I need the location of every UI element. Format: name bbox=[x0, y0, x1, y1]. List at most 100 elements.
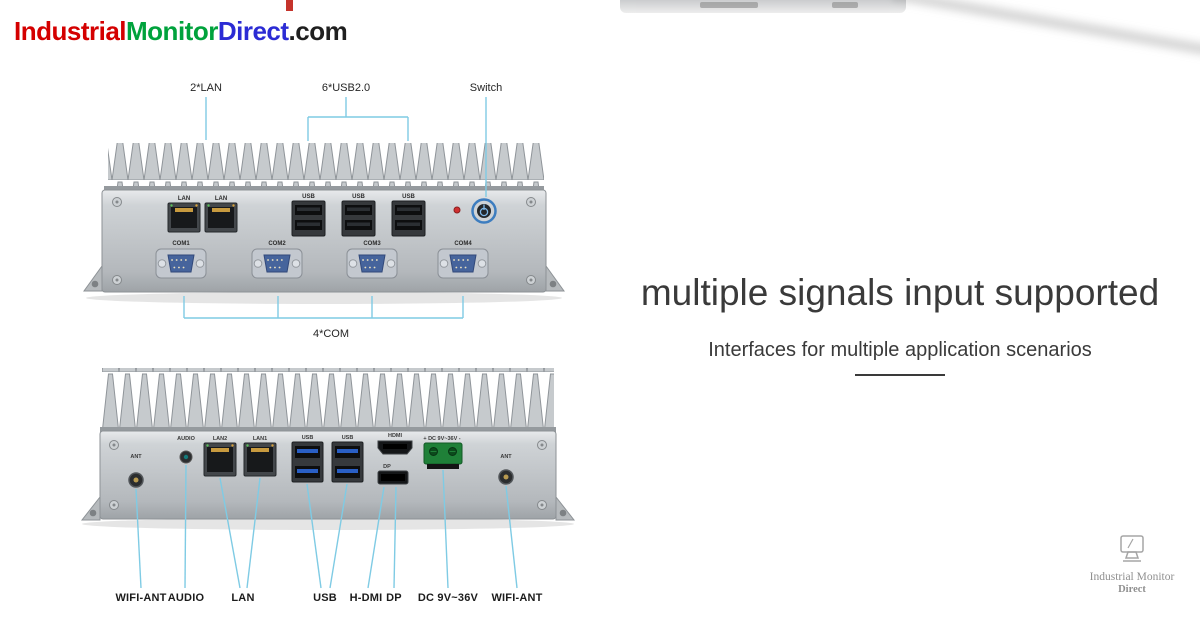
led-indicator bbox=[453, 206, 461, 214]
cropped-port-mark bbox=[700, 2, 758, 8]
port-label: COM3 bbox=[363, 241, 381, 247]
flange-screw-hole bbox=[549, 280, 557, 288]
port-label: LAN bbox=[215, 196, 227, 202]
rear-device: ANT AUDIO LAN2 LAN1 USB USB bbox=[80, 368, 576, 530]
bottom-label-usb: USB bbox=[313, 592, 337, 604]
port-label: USB bbox=[402, 194, 415, 200]
audio-jack bbox=[179, 450, 193, 464]
cropped-image-top bbox=[620, 0, 906, 13]
callout-line bbox=[367, 486, 385, 589]
com-port bbox=[346, 248, 398, 279]
headline-block: multiple signals input supported Interfa… bbox=[605, 272, 1195, 376]
flange-screw-hole bbox=[89, 509, 97, 517]
dc-terminal bbox=[423, 442, 463, 469]
port-label: COM2 bbox=[268, 241, 286, 247]
mount-flange bbox=[555, 495, 576, 521]
callout-line bbox=[393, 486, 397, 589]
port-label: ANT bbox=[500, 454, 512, 460]
flange-screw-hole bbox=[91, 280, 99, 288]
callout-line bbox=[184, 464, 187, 589]
lan-port bbox=[167, 202, 201, 233]
headline-title: multiple signals input supported bbox=[640, 272, 1160, 313]
port-label: + DC 9V~36V - bbox=[423, 436, 460, 442]
usb-port bbox=[391, 200, 426, 237]
site-logo: IndustrialMonitorDirect.com bbox=[14, 16, 348, 47]
rear-fin-base bbox=[100, 427, 556, 432]
bottom-label-wifi-right: WIFI-ANT bbox=[491, 592, 542, 604]
bottom-label-hdmi: H-DMI bbox=[350, 592, 383, 604]
callout-line bbox=[246, 477, 261, 589]
usb-port bbox=[341, 200, 376, 237]
port-label: ANT bbox=[130, 454, 142, 460]
front-heatsink bbox=[108, 143, 544, 188]
port-label: COM1 bbox=[172, 241, 190, 247]
usb-port bbox=[331, 441, 364, 483]
monitor-icon bbox=[1120, 535, 1144, 562]
callout-line bbox=[306, 483, 322, 589]
panel-screws bbox=[112, 197, 536, 285]
port-label: USB bbox=[302, 435, 314, 441]
port-label: LAN2 bbox=[213, 436, 227, 442]
antenna-connector bbox=[128, 472, 144, 488]
rear-panel bbox=[99, 430, 557, 520]
rear-callouts: WIFI-ANT AUDIO LAN USB H-DMI DP DC 9V~36… bbox=[115, 464, 542, 604]
lan-port bbox=[203, 442, 237, 477]
callout-label-switch: Switch bbox=[470, 82, 502, 94]
callout-line bbox=[307, 97, 409, 141]
front-device: LAN LAN USB USB USB bbox=[83, 143, 565, 304]
lan-port bbox=[204, 202, 238, 233]
port-label: AUDIO bbox=[177, 436, 195, 442]
logo-direct: Direct bbox=[217, 16, 289, 46]
callout-line bbox=[183, 296, 464, 319]
cropped-port-mark bbox=[832, 2, 858, 8]
bottom-label-audio: AUDIO bbox=[168, 592, 205, 604]
com-port bbox=[437, 248, 489, 279]
dp-port bbox=[377, 470, 409, 485]
mount-flange bbox=[83, 264, 103, 292]
headline-subtitle: Interfaces for multiple application scen… bbox=[708, 338, 1092, 361]
watermark-line1: Industrial Monitor bbox=[1089, 571, 1175, 583]
watermark: Industrial Monitor Direct bbox=[1072, 534, 1192, 595]
port-label: USB bbox=[302, 194, 315, 200]
bottom-label-lan: LAN bbox=[231, 592, 254, 604]
port-label: HDMI bbox=[388, 433, 403, 439]
logo-dotcom: .com bbox=[288, 16, 348, 46]
port-label: COM4 bbox=[454, 241, 472, 247]
front-fin-base bbox=[104, 186, 544, 191]
antenna-connector bbox=[498, 469, 514, 485]
mount-flange bbox=[80, 495, 101, 521]
callout-line bbox=[505, 485, 518, 589]
rear-device-shadow bbox=[82, 518, 574, 530]
bottom-label-wifi-left: WIFI-ANT bbox=[115, 592, 166, 604]
port-label: DP bbox=[383, 464, 391, 470]
headline-underline bbox=[855, 373, 945, 376]
logo-monitor: Monitor bbox=[126, 16, 218, 46]
port-label: USB bbox=[342, 435, 354, 441]
com-port bbox=[155, 248, 207, 279]
bottom-label-dc: DC 9V~36V bbox=[418, 592, 479, 604]
panel-screws bbox=[109, 440, 547, 510]
com-port bbox=[251, 248, 303, 279]
flange-screw-hole bbox=[559, 509, 567, 517]
callout-label-com: 4*COM bbox=[313, 328, 349, 340]
power-button bbox=[471, 198, 497, 224]
callout-line bbox=[329, 483, 348, 589]
watermark-line2: Direct bbox=[1118, 584, 1146, 595]
usb-port bbox=[291, 200, 326, 237]
mount-flange bbox=[545, 264, 565, 292]
callout-label-lan: 2*LAN bbox=[190, 82, 222, 94]
callout-line bbox=[219, 477, 241, 589]
port-label: LAN1 bbox=[253, 436, 267, 442]
rear-heatsink bbox=[102, 368, 554, 430]
logo-industrial: Industrial bbox=[14, 16, 127, 46]
front-callouts: 2*LAN 6*USB2.0 Switch 4*COM bbox=[183, 82, 502, 340]
hdmi-port bbox=[377, 440, 413, 455]
port-label: USB bbox=[352, 194, 365, 200]
lan-port bbox=[243, 442, 277, 477]
port-label: LAN bbox=[178, 196, 190, 202]
usb-port bbox=[291, 441, 324, 483]
red-mark bbox=[286, 0, 293, 11]
callout-line bbox=[442, 469, 449, 589]
bottom-label-dp: DP bbox=[386, 592, 402, 604]
